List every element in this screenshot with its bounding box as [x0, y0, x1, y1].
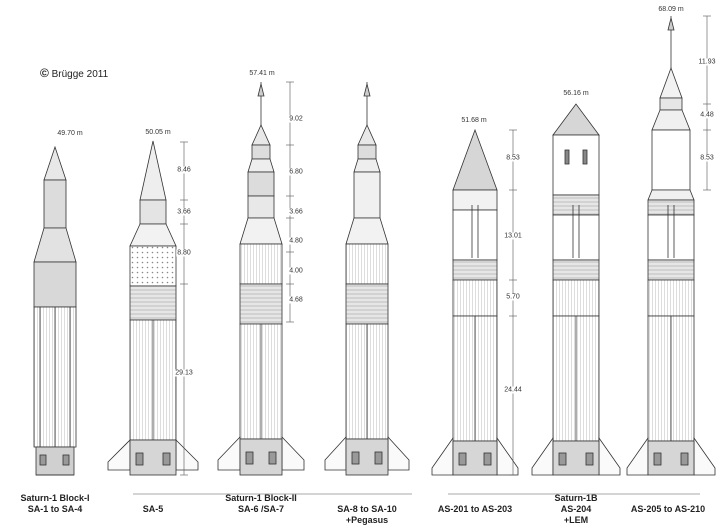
height-r2: 50.05 m	[145, 129, 171, 136]
label-sa8-sa10: SA-8 to SA-10+Pegasus	[337, 504, 397, 525]
dim-label: 29.13	[174, 369, 194, 377]
dim-label: 4.00	[288, 267, 304, 275]
dim-label: 8.53	[505, 154, 521, 162]
dim-label: 5.70	[505, 293, 521, 301]
dim-label: 6.80	[288, 168, 304, 176]
label-as201-as203: AS-201 to AS-203	[437, 504, 513, 514]
dim-label: 24.44	[503, 386, 523, 394]
rocket-as204	[531, 103, 621, 476]
copyright: © Brügge 2011	[40, 66, 109, 80]
dim-label: 11.93	[697, 58, 717, 66]
dim-label: 8.46	[176, 166, 192, 174]
dim-label: 8.80	[176, 249, 192, 257]
height-r3: 57.41 m	[249, 70, 275, 77]
rocket-as201-as203	[431, 128, 519, 476]
height-r7: 68.09 m	[658, 6, 684, 13]
rocket-as205-as210	[626, 16, 716, 476]
dim-label: 13.01	[503, 232, 523, 240]
dim-label: 9.02	[288, 115, 304, 123]
rocket-sa5	[107, 140, 199, 476]
dim-label: 4.80	[288, 237, 304, 245]
dim-label: 3.66	[176, 208, 192, 216]
rocket-sa8-sa10	[324, 82, 410, 476]
height-r6: 56.16 m	[563, 90, 589, 97]
label-as205-as210: AS-205 to AS-210	[630, 504, 706, 514]
label-sa5: SA-5	[142, 504, 164, 514]
height-r5: 51.68 m	[461, 117, 487, 124]
dim-label: 3.66	[288, 208, 304, 216]
dim-label: 4.48	[699, 111, 715, 119]
height-r1: 49.70 m	[57, 130, 83, 137]
dimension-lines	[133, 15, 711, 495]
dim-label: 4.68	[288, 296, 304, 304]
rocket-sa6-sa7	[217, 82, 305, 476]
dim-label: 8.53	[699, 154, 715, 162]
rocket-saturn1-block1	[33, 145, 77, 476]
